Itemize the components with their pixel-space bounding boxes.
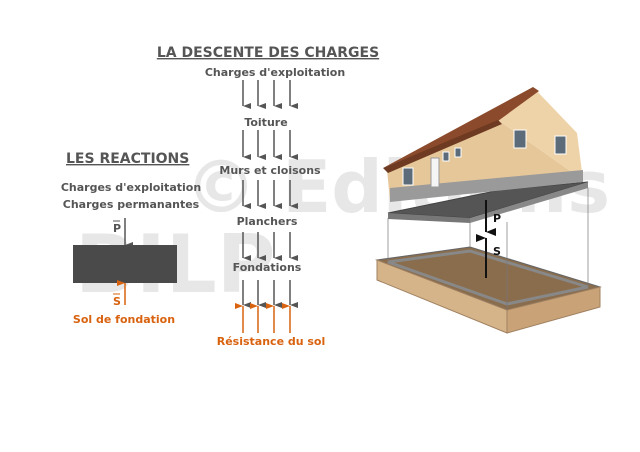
label-planchers: Planchers xyxy=(237,215,298,228)
label-charges-exploitation: Charges d'exploitation xyxy=(205,66,345,79)
house-illustration: P S xyxy=(375,87,602,334)
label-murs-cloisons: Murs et cloisons xyxy=(219,164,321,177)
floor-slab-edge xyxy=(388,213,470,223)
reactions-title: LES REACTIONS xyxy=(66,151,189,167)
label-fondations: Fondations xyxy=(233,261,302,274)
house-p-label: P xyxy=(493,212,501,225)
foundation-block xyxy=(73,245,177,283)
descent-arrows xyxy=(235,80,298,333)
p-vector-label: P xyxy=(113,222,121,235)
reactions-line2: Charges permanantes xyxy=(63,198,200,211)
label-resistance-sol: Résistance du sol xyxy=(217,335,326,348)
house-s-label: S xyxy=(493,245,501,258)
house-roof-eave xyxy=(383,120,502,173)
floor-slab-edge-side xyxy=(470,182,588,223)
s-vector-label: S xyxy=(113,295,121,308)
house-gable xyxy=(498,87,583,180)
ground-slab-side xyxy=(506,286,601,334)
house-windows xyxy=(402,129,567,188)
descent-labels: Charges d'exploitation Toiture Murs et c… xyxy=(205,66,345,348)
house-roof xyxy=(383,87,539,168)
sol-fondation-label: Sol de fondation xyxy=(73,313,175,326)
house-base xyxy=(390,170,583,202)
label-toiture: Toiture xyxy=(244,116,287,129)
page-title: LA DESCENTE DES CHARGES xyxy=(157,45,379,61)
reactions-line1: Charges d'exploitation xyxy=(61,181,201,194)
